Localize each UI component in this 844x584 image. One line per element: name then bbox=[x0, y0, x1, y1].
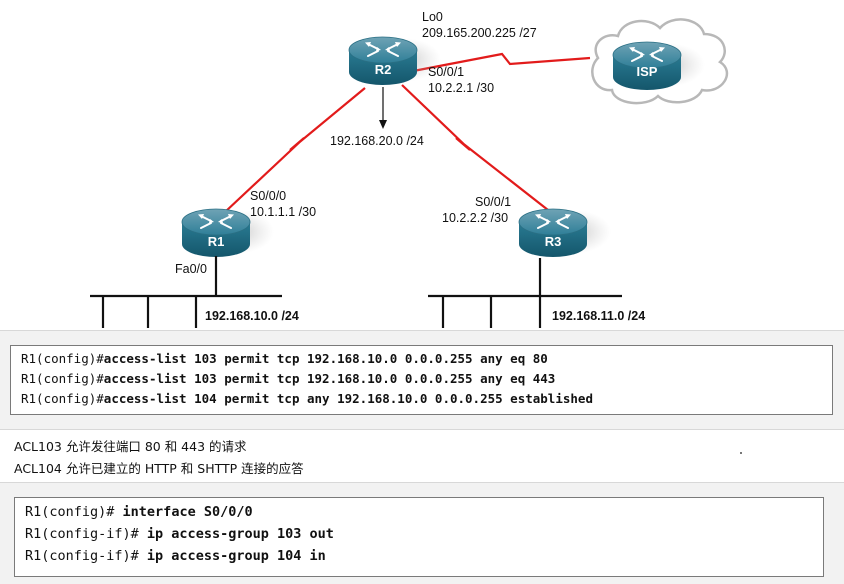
r1-fa00-name: Fa0/0 bbox=[175, 262, 207, 276]
interface-command-panel: R1(config)# interface S0/0/0 R1(config-i… bbox=[0, 482, 844, 584]
interface-command-line: R1(config-if)# ip access-group 103 out bbox=[25, 526, 334, 542]
r2-s001-name: S0/0/1 bbox=[428, 65, 464, 79]
acl104-note: ACL104 允许已建立的 HTTP 和 SHTTP 连接的应答 bbox=[14, 461, 304, 476]
acl-command-line: R1(config)#access-list 104 permit tcp an… bbox=[21, 391, 593, 406]
serial-link-r2-r3 bbox=[401, 84, 549, 211]
serial-link-r2-r1 bbox=[224, 87, 366, 213]
r2-lo0-name: Lo0 bbox=[422, 10, 443, 24]
r3-s001-name: S0/0/1 bbox=[475, 195, 511, 209]
lan-segment-r1 bbox=[90, 256, 282, 328]
acl103-note: ACL103 允许发往端口 80 和 443 的请求 bbox=[14, 439, 247, 454]
r3-s001-address: 10.2.2.2 /30 bbox=[442, 211, 508, 225]
interface-command-line: R1(config-if)# ip access-group 104 in bbox=[25, 548, 326, 564]
r1-lan-network: 192.168.10.0 /24 bbox=[205, 309, 299, 323]
r2-lo0-address: 209.165.200.225 /27 bbox=[422, 26, 537, 40]
network-topology-diagram: R2 ISP R1 R3 Lo0 209.165.200.225 /27 S0/… bbox=[90, 10, 729, 328]
router-label-r2: R2 bbox=[375, 62, 392, 77]
r1-s000-name: S0/0/0 bbox=[250, 189, 286, 203]
router-icon-r2[interactable]: R2 bbox=[348, 36, 442, 86]
r2-s001-address: 10.2.2.1 /30 bbox=[428, 81, 494, 95]
interface-command-line: R1(config)# interface S0/0/0 bbox=[25, 504, 253, 520]
r2-lan-network: 192.168.20.0 /24 bbox=[330, 134, 424, 148]
router-label-r3: R3 bbox=[545, 234, 562, 249]
router-icon-isp[interactable]: ISP bbox=[612, 41, 706, 91]
r1-s000-address: 10.1.1.1 /30 bbox=[250, 205, 316, 219]
acl-command-line: R1(config)#access-list 103 permit tcp 19… bbox=[21, 371, 556, 386]
stray-dot bbox=[740, 452, 742, 454]
lan-segment-r3 bbox=[428, 258, 622, 328]
serial-link-r2-isp bbox=[407, 52, 591, 74]
r3-lan-network: 192.168.11.0 /24 bbox=[552, 309, 645, 323]
router-icon-r1[interactable]: R1 bbox=[181, 208, 275, 258]
interface-command-box: R1(config)# interface S0/0/0 R1(config-i… bbox=[14, 497, 824, 577]
router-label-r1: R1 bbox=[208, 234, 225, 249]
acl-command-line: R1(config)#access-list 103 permit tcp 19… bbox=[21, 351, 548, 366]
acl-command-panel: R1(config)#access-list 103 permit tcp 19… bbox=[0, 330, 844, 430]
router-icon-r3[interactable]: R3 bbox=[518, 208, 612, 258]
lan-arrow-icon bbox=[379, 87, 387, 129]
serial-link-icon bbox=[224, 52, 591, 213]
router-label-isp: ISP bbox=[637, 64, 658, 79]
acl-command-box: R1(config)#access-list 103 permit tcp 19… bbox=[10, 345, 833, 415]
